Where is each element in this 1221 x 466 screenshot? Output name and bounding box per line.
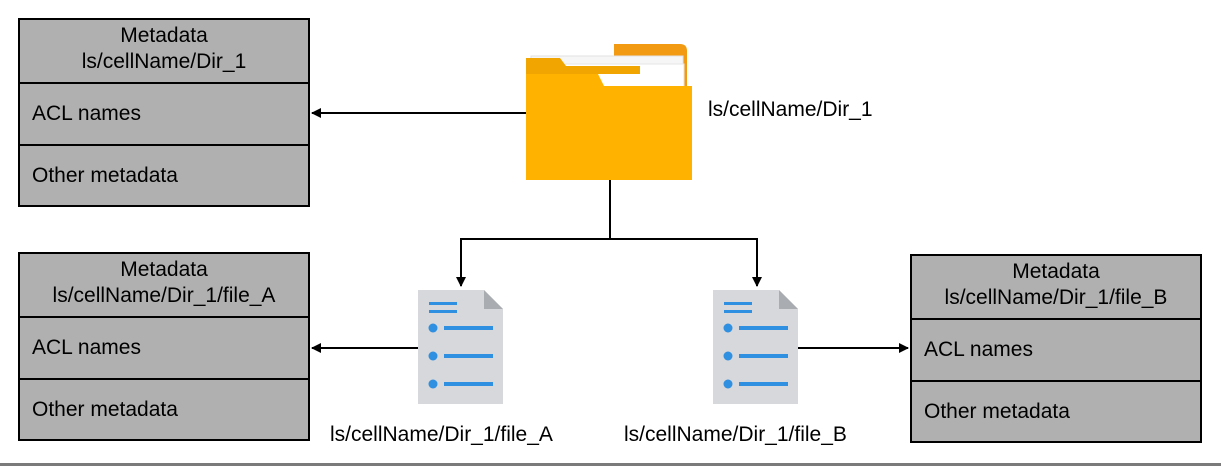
file-a-other-metadata-row: Other metadata [32,397,178,421]
dir-metadata-header: Metadata ls/cellName/Dir_1 [20,20,308,84]
dir-metadata-title: Metadata [120,24,208,47]
dir-acl-names-row: ACL names [20,84,308,146]
arrow-folder-to-file-a [456,238,610,287]
file-b-metadata-header: Metadata ls/cellName/Dir_1/file_B [912,256,1200,320]
dir-metadata-path: ls/cellName/Dir_1 [81,50,247,73]
file-b-label: ls/cellName/Dir_1/file_B [624,423,847,446]
document-icon-file-b [713,290,798,404]
file-b-metadata-title: Metadata [1012,260,1100,283]
file-a-acl-names-row: ACL names [20,318,308,380]
arrow-folder-to-file-b [610,238,762,287]
file-a-metadata-title: Metadata [120,258,208,281]
file-b-other-metadata-row: Other metadata [924,399,1070,423]
file-a-metadata-header: Metadata ls/cellName/Dir_1/file_A [20,254,308,318]
document-icon-file-a [418,290,503,404]
folder-icon [526,44,692,180]
dir-metadata-box: Metadata ls/cellName/Dir_1 ACL names Oth… [18,18,310,207]
file-b-metadata-box: Metadata ls/cellName/Dir_1/file_B ACL na… [910,254,1202,443]
file-b-metadata-path: ls/cellName/Dir_1/file_B [944,286,1168,309]
folder-label: ls/cellName/Dir_1 [708,98,873,121]
dir-other-metadata-row: Other metadata [32,163,178,187]
file-a-metadata-box: Metadata ls/cellName/Dir_1/file_A ACL na… [18,252,310,441]
bottom-border [0,463,1221,466]
file-b-acl-names-row: ACL names [912,320,1200,382]
file-a-label: ls/cellName/Dir_1/file_A [330,423,553,446]
file-a-metadata-path: ls/cellName/Dir_1/file_A [52,284,276,307]
